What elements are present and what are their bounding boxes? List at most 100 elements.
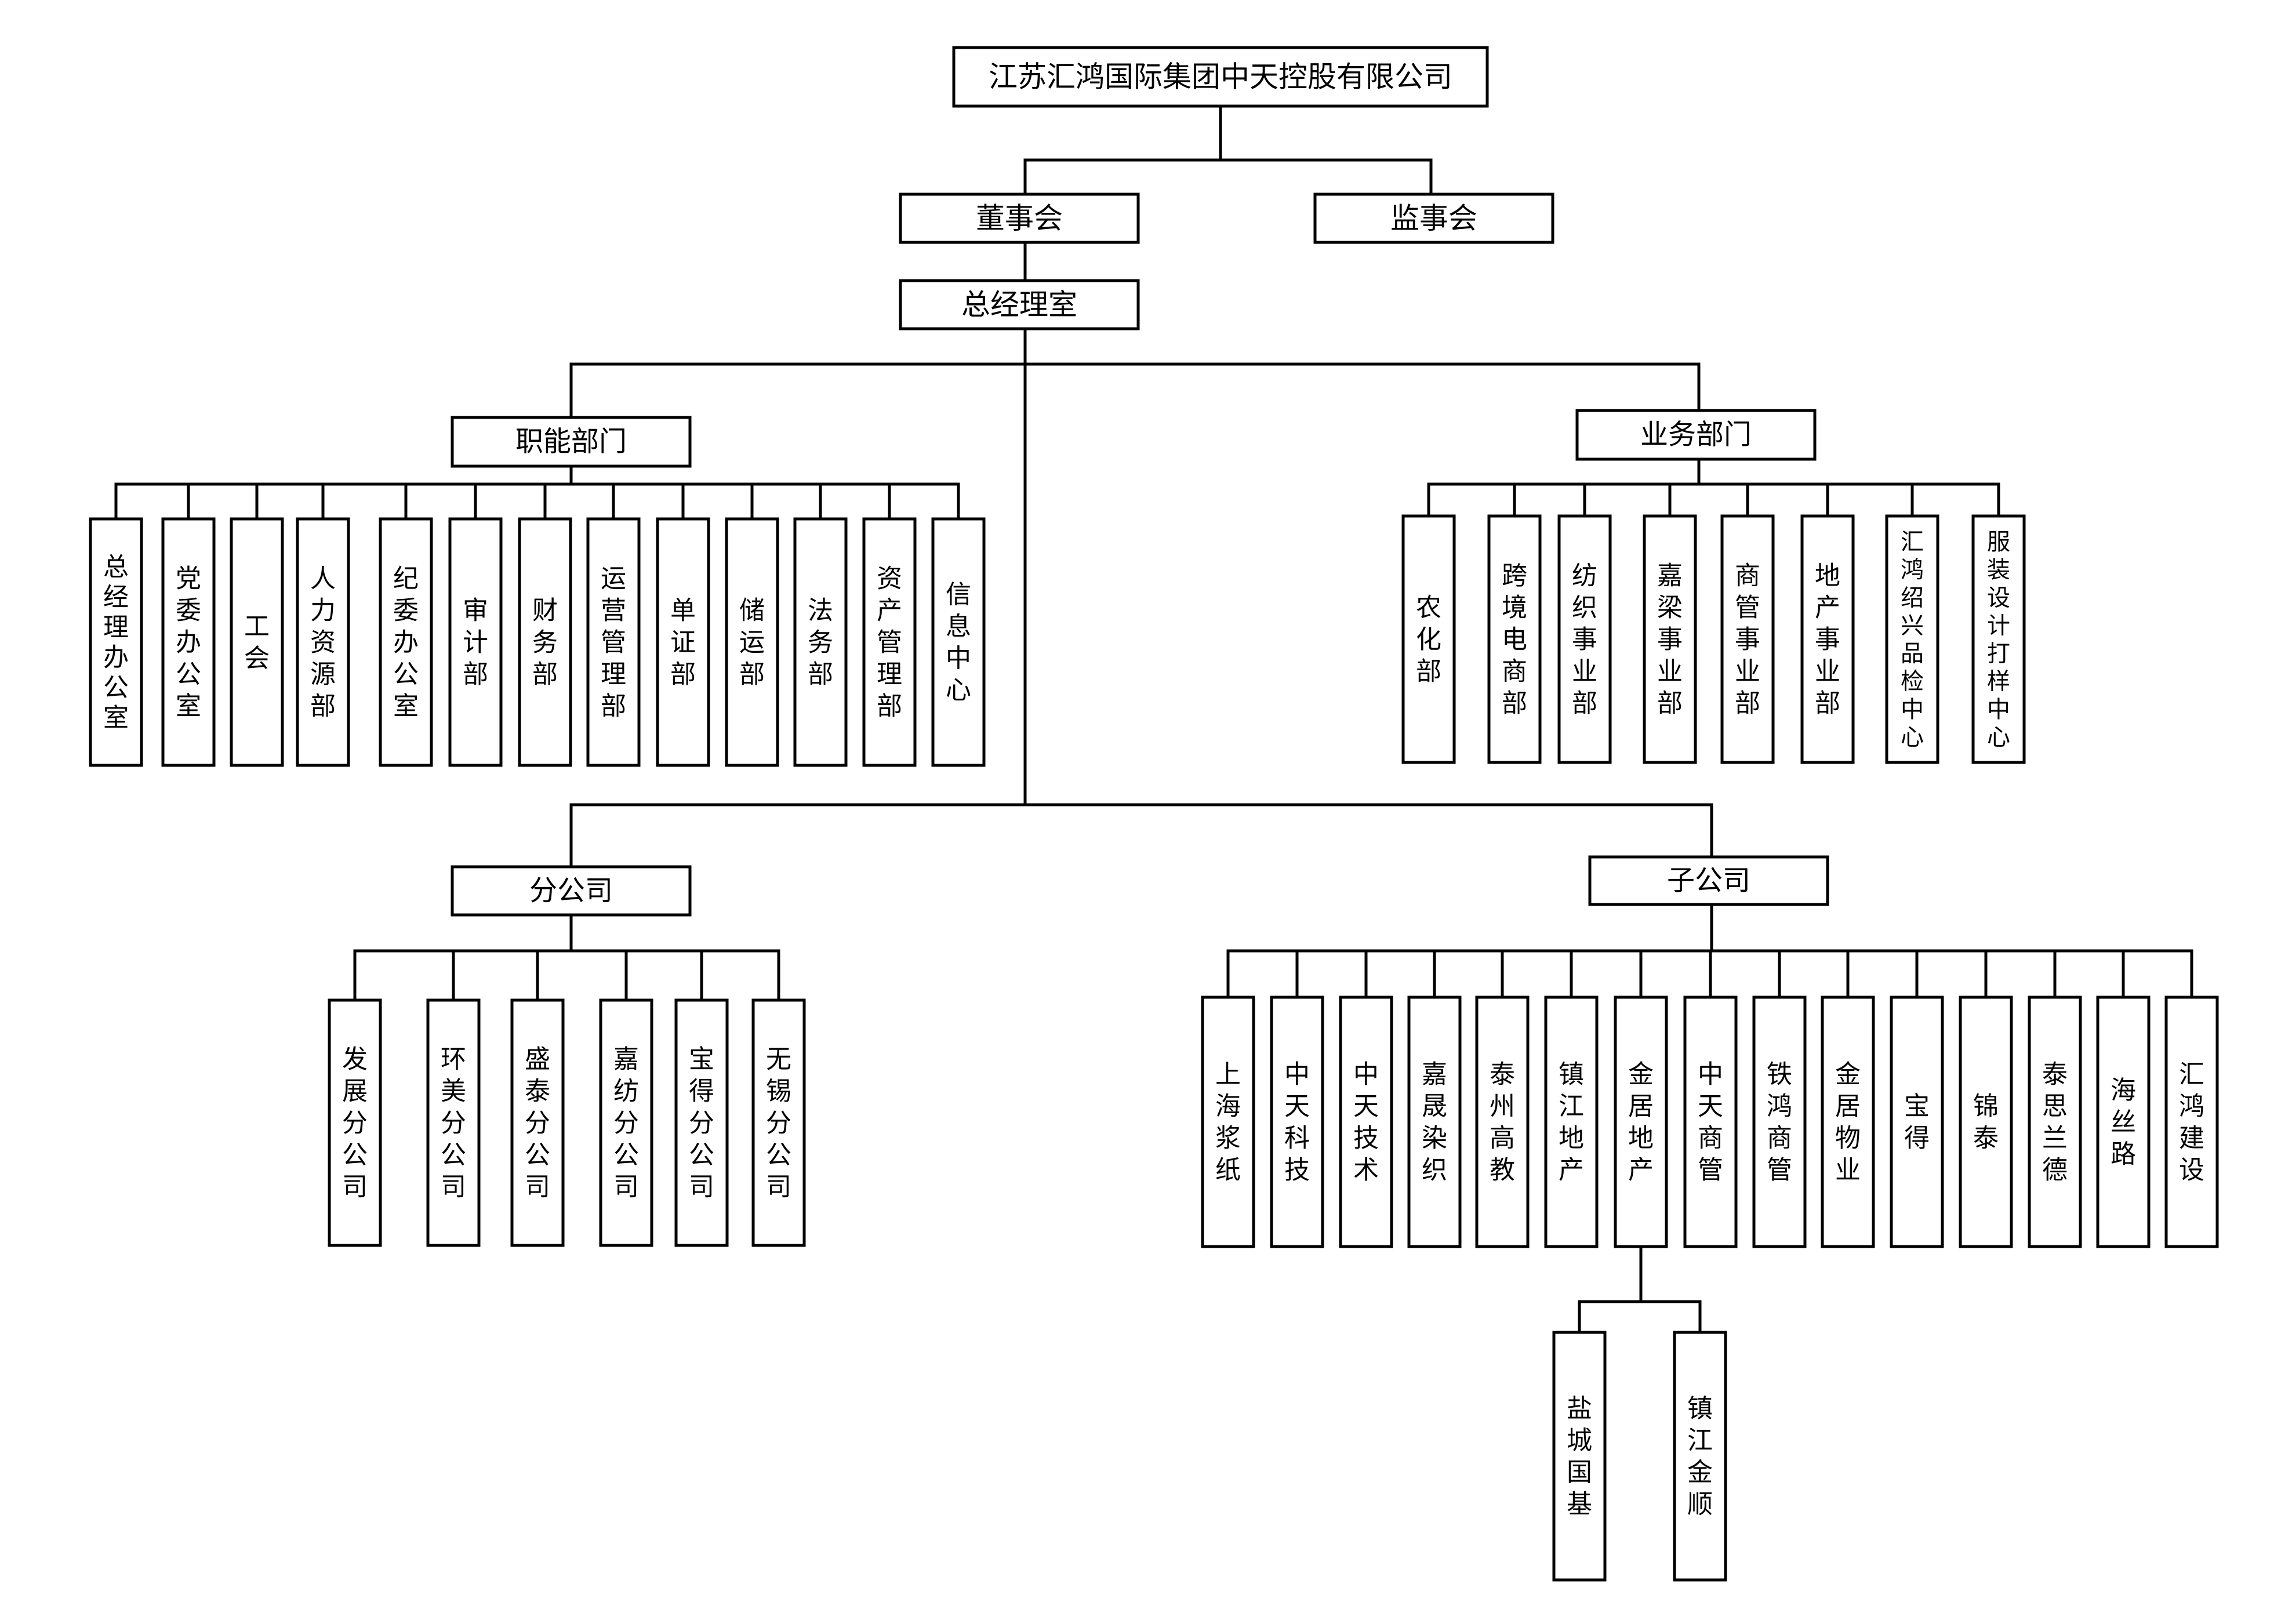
- business-departments-box-label: 业务部门: [1640, 420, 1752, 450]
- subsidiary-item-frame: [1544, 996, 1599, 1248]
- business-dept-item-label: 纺织事业部: [1572, 561, 1597, 717]
- business-dept-item: 商管事业部: [1720, 514, 1775, 764]
- functional-dept-item-frame: [296, 517, 350, 767]
- subsidiary-item: 海丝路: [2096, 996, 2151, 1248]
- gm-office-box: 总经理室: [899, 279, 1140, 330]
- subsidiary-item: 锦泰: [1959, 996, 2013, 1248]
- branch-item: 无锡分公司: [751, 998, 806, 1247]
- functional-dept-item-label: 财务部: [532, 596, 558, 688]
- subsidiary-item: 上海浆纸: [1201, 996, 1255, 1248]
- functional-dept-item-label: 资产管理部: [877, 564, 902, 720]
- business-dept-item-frame: [1720, 514, 1775, 764]
- functional-dept-item-label: 人力资源部: [310, 564, 336, 720]
- functional-dept-item-frame: [518, 517, 572, 767]
- functional-dept-item-label: 纪委办公室: [393, 564, 419, 720]
- jinju-subsidiary-item-label: 盐城国基: [1567, 1394, 1592, 1518]
- business-dept-item: 纺织事业部: [1557, 514, 1612, 764]
- functional-dept-item: 储运部: [725, 517, 779, 767]
- org-boxes: 江苏汇鸿国际集团中天控股有限公司董事会监事会总经理室职能部门业务部门分公司子公司…: [89, 46, 2219, 1582]
- supervisory-board-box-frame: [1313, 192, 1554, 244]
- business-dept-item-frame: [1800, 514, 1855, 764]
- supervisory-board-box-label: 监事会: [1390, 202, 1477, 235]
- business-dept-item-frame: [1643, 514, 1697, 764]
- functional-dept-item-frame: [586, 517, 641, 767]
- subsidiary-item-frame: [1201, 996, 1255, 1248]
- subsidiary-item-frame: [1339, 996, 1393, 1248]
- subsidiary-item-label: 铁鸿商管: [1767, 1060, 1792, 1184]
- functional-dept-item-label: 信息中心: [946, 580, 971, 704]
- functional-dept-item-label: 储运部: [739, 596, 765, 688]
- subsidiary-item-frame: [1270, 996, 1324, 1248]
- functional-departments-box: 职能部门: [451, 416, 692, 468]
- branch-item: 发展分公司: [328, 998, 382, 1247]
- functional-dept-item-frame: [161, 517, 216, 767]
- subsidiary-item-frame: [1614, 996, 1668, 1248]
- business-dept-item: 服装设计打样中心: [1971, 514, 2026, 764]
- functional-dept-item-frame: [862, 517, 917, 767]
- subsidiary-item: 汇鸿建设: [2164, 996, 2219, 1248]
- business-dept-item: 嘉梁事业部: [1643, 514, 1697, 764]
- branch-item-label: 发展分公司: [342, 1045, 368, 1201]
- subsidiary-item: 中天商管: [1683, 996, 1738, 1248]
- branch-item: 嘉纺分公司: [599, 998, 653, 1247]
- functional-dept-item: 人力资源部: [296, 517, 350, 767]
- functional-dept-item: 审计部: [448, 517, 503, 767]
- subsidiaries-box-frame: [1588, 855, 1829, 906]
- subsidiary-item-label: 金居地产: [1628, 1060, 1654, 1184]
- subsidiary-item-label: 宝得: [1904, 1092, 1930, 1152]
- subsidiary-item-frame: [1959, 996, 2013, 1248]
- functional-dept-item-frame: [793, 517, 848, 767]
- connector-lines: [114, 104, 2193, 1334]
- subsidiary-item-label: 镇江地产: [1559, 1060, 1584, 1184]
- branch-item-frame: [510, 998, 565, 1247]
- functional-departments-box-label: 职能部门: [515, 427, 627, 457]
- subsidiary-item-frame: [1683, 996, 1738, 1248]
- subsidiary-item-frame: [1407, 996, 1462, 1248]
- functional-dept-item-label: 工会: [244, 612, 270, 673]
- business-dept-item-label: 汇鸿绍兴品检中心: [1901, 529, 1924, 750]
- subsidiary-item: 宝得: [1890, 996, 1944, 1248]
- business-dept-item: 跨境电商部: [1487, 514, 1542, 764]
- branch-item-label: 环美分公司: [441, 1045, 466, 1201]
- jinju-subsidiary-item-frame: [1673, 1331, 1727, 1582]
- functional-dept-item-label: 法务部: [808, 596, 833, 688]
- subsidiary-item: 嘉晟染织: [1407, 996, 1462, 1248]
- subsidiary-item: 泰思兰德: [2028, 996, 2082, 1248]
- subsidiary-item-frame: [1821, 996, 1875, 1248]
- jinju-subsidiary-item: 盐城国基: [1552, 1331, 1607, 1582]
- subsidiary-item-label: 锦泰: [1973, 1092, 1999, 1152]
- board-box-label: 董事会: [976, 202, 1063, 235]
- supervisory-board-box: 监事会: [1313, 192, 1554, 244]
- board-box: 董事会: [899, 192, 1140, 244]
- functional-dept-item-frame: [379, 517, 433, 767]
- functional-dept-item-frame: [448, 517, 503, 767]
- functional-dept-item-frame: [656, 517, 710, 767]
- branch-item-label: 盛泰分公司: [525, 1045, 550, 1201]
- business-dept-item-label: 农化部: [1416, 593, 1441, 685]
- functional-dept-item: 财务部: [518, 517, 572, 767]
- subsidiary-item: 镇江地产: [1544, 996, 1599, 1248]
- functional-dept-item: 资产管理部: [862, 517, 917, 767]
- subsidiary-item-label: 中天科技: [1284, 1060, 1310, 1184]
- subsidiary-item: 铁鸿商管: [1752, 996, 1807, 1248]
- gm-office-box-label: 总经理室: [961, 289, 1077, 321]
- subsidiary-item: 金居物业: [1821, 996, 1875, 1248]
- functional-dept-item-frame: [931, 517, 986, 767]
- branch-item-label: 嘉纺分公司: [613, 1045, 639, 1201]
- business-dept-item-frame: [1885, 514, 1939, 764]
- board-box-frame: [899, 192, 1140, 244]
- subsidiary-item-frame: [2028, 996, 2082, 1248]
- subsidiary-item-label: 中天商管: [1698, 1060, 1723, 1184]
- subsidiary-item-label: 中天技术: [1353, 1060, 1379, 1184]
- business-departments-box: 业务部门: [1575, 409, 1817, 461]
- subsidiary-item-frame: [2164, 996, 2219, 1248]
- functional-dept-item: 工会: [230, 517, 284, 767]
- functional-departments-box-frame: [451, 416, 692, 468]
- branch-item: 环美分公司: [426, 998, 481, 1247]
- subsidiary-item-label: 泰思兰德: [2042, 1060, 2068, 1184]
- subsidiary-item-frame: [1475, 996, 1530, 1248]
- functional-dept-item-label: 单证部: [670, 596, 696, 688]
- branch-item-frame: [674, 998, 729, 1247]
- business-dept-item-label: 商管事业部: [1735, 561, 1760, 717]
